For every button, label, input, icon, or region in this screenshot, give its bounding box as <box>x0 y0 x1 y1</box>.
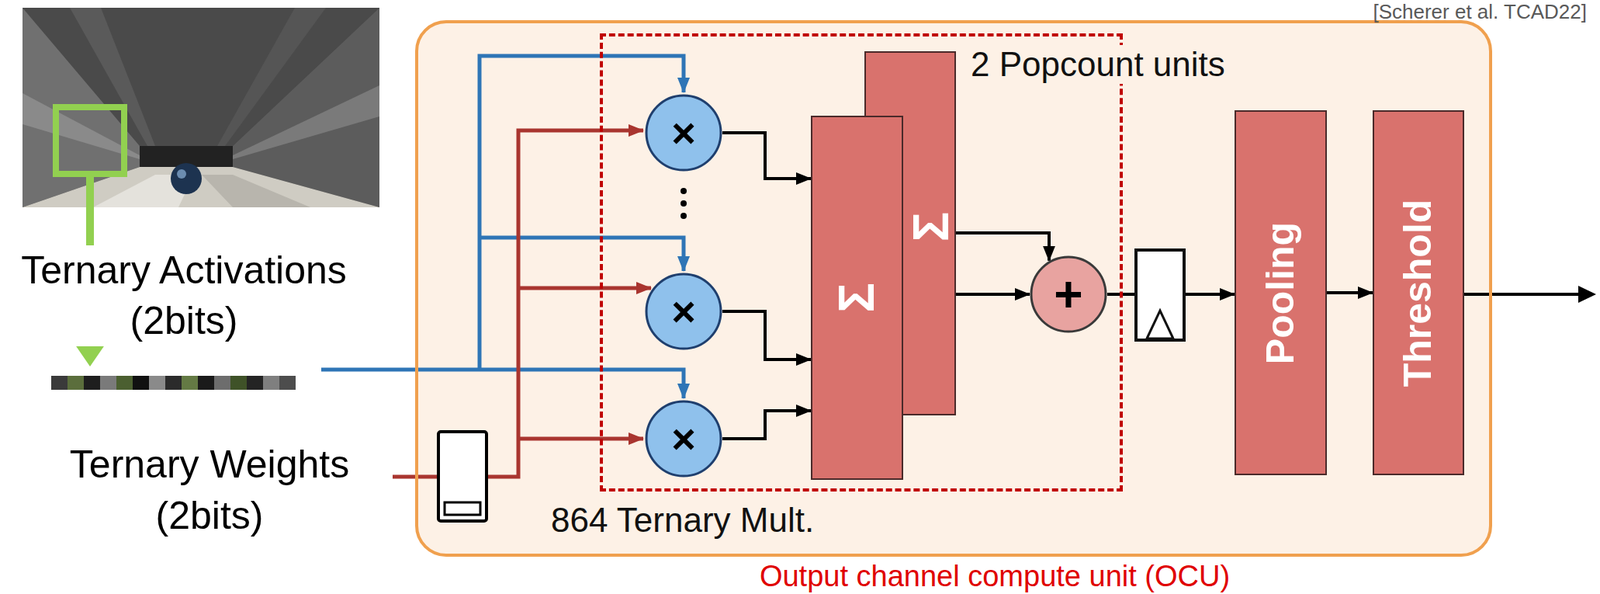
node-text: × <box>671 111 697 154</box>
node-text: 864 Ternary Mult. <box>550 500 814 540</box>
node-text: Threshold <box>1397 198 1441 387</box>
node-text: Pooling <box>1259 221 1303 364</box>
activation-wires <box>321 55 684 399</box>
signal-arrow <box>722 132 811 179</box>
compute-unit-box: Output channel compute unit (OCU)2 Popco… <box>415 20 1493 557</box>
input-label: Ternary Activations (2bits) <box>1 245 367 347</box>
tunnel-photo <box>22 7 380 208</box>
weight-memory-icon <box>438 431 487 521</box>
signal-arrow <box>1326 290 1373 295</box>
popcount-region: 2 Popcount units864 Ternary Mult.×××ΣΣ+ <box>599 33 1123 492</box>
signal-arrow <box>955 232 1050 261</box>
ternary-multiplier: × <box>644 93 723 172</box>
node-text: × <box>671 417 697 460</box>
signal-arrow <box>722 410 811 439</box>
popcount-unit: Σ <box>810 115 904 480</box>
adder-circle: + <box>1029 255 1108 333</box>
ternary-multiplier: × <box>644 399 723 478</box>
output-arrow <box>1464 285 1597 303</box>
signal-arrow <box>722 311 811 360</box>
ternary-multiplier: × <box>644 272 723 350</box>
activation-bits <box>51 375 296 390</box>
ellipsis-dots <box>680 187 687 219</box>
citation-note: [Scherer et al. TCAD22] <box>1194 0 1587 24</box>
threshold-block: Threshold <box>1372 110 1465 475</box>
input-label: Ternary Weights (2bits) <box>54 438 365 541</box>
node-text: Output channel compute unit (OCU) <box>759 559 1230 593</box>
node-text: + <box>1053 269 1083 319</box>
weight-wires <box>392 130 652 477</box>
node-text: Σ <box>910 211 953 242</box>
register-symbol <box>1135 249 1185 340</box>
pooling-block: Pooling <box>1234 110 1327 475</box>
node-text: Σ <box>835 282 878 312</box>
node-text: × <box>671 290 697 333</box>
compute-unit-fill <box>415 20 1493 557</box>
node-text: 2 Popcount units <box>967 45 1229 84</box>
